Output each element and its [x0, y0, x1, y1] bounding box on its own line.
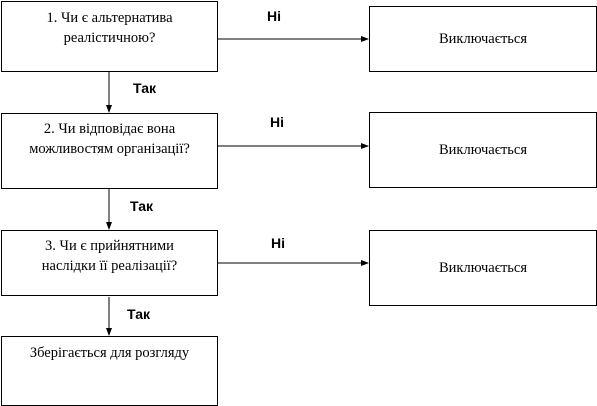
yes-label-2: Так — [130, 198, 153, 214]
question-2-line-1: 2. Чи відповідає вона — [43, 121, 176, 137]
no-label-1: Ні — [267, 8, 281, 24]
question-3-line-1: 3. Чи є прийнятними — [45, 238, 174, 254]
excluded-box-3: Виключається — [369, 230, 597, 306]
question-box-1: 1. Чи є альтернатива реалістичною? — [1, 1, 218, 72]
retained-text: Зберігається для розгляду — [29, 345, 190, 361]
excluded-box-1: Виключається — [369, 6, 597, 72]
question-1-line-1: 1. Чи є альтернатива — [46, 10, 173, 26]
excluded-text-3: Виключається — [439, 260, 527, 276]
question-2-line-2: можливостям організації? — [29, 141, 190, 157]
question-box-2: 2. Чи відповідає вона можливостям органі… — [1, 113, 218, 189]
excluded-text-1: Виключається — [439, 31, 527, 47]
question-1-line-2: реалістичною? — [63, 30, 156, 46]
excluded-text-2: Виключається — [439, 142, 527, 158]
no-label-3: Ні — [271, 235, 285, 251]
excluded-box-2: Виключається — [369, 112, 597, 188]
no-label-2: Ні — [270, 114, 284, 130]
yes-label-1: Так — [133, 80, 156, 96]
retained-box: Зберігається для розгляду — [1, 336, 218, 406]
question-3-line-2: наслідки її реалізації? — [41, 258, 178, 274]
question-box-3: 3. Чи є прийнятними наслідки її реалізац… — [1, 230, 218, 296]
yes-label-3: Так — [127, 306, 150, 322]
